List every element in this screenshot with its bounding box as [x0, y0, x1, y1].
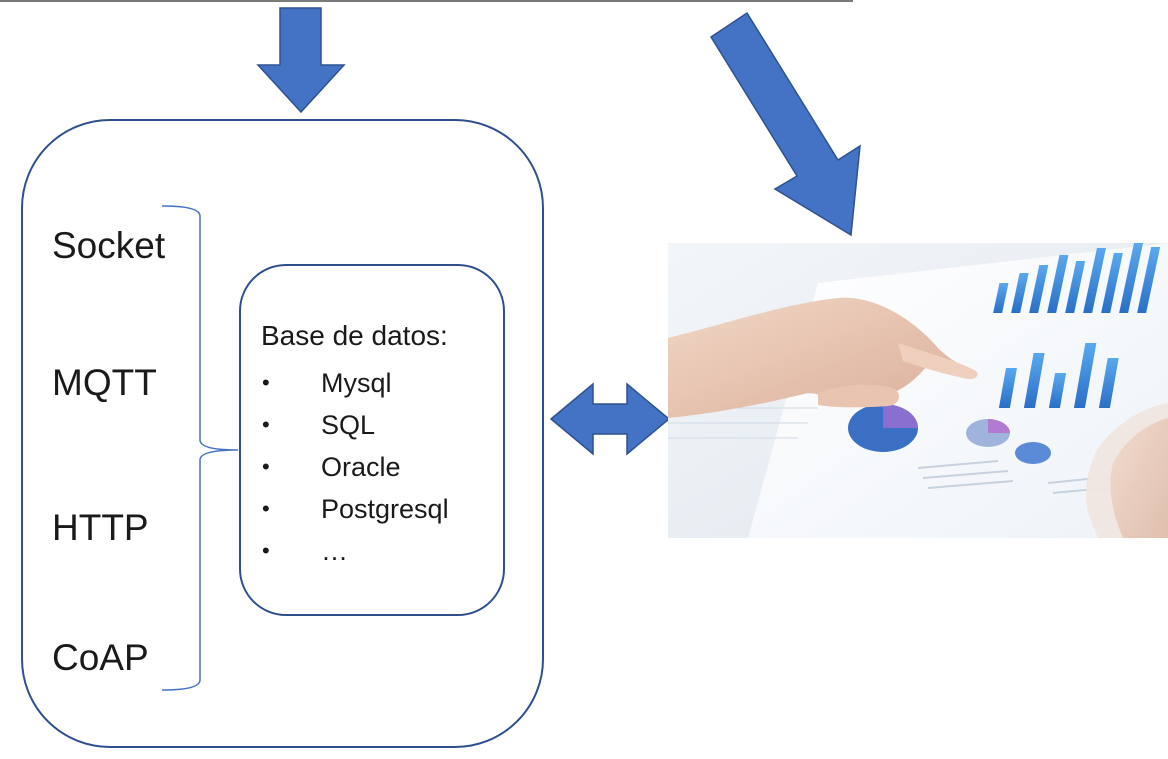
database-title: Base de datos:: [261, 320, 448, 351]
diagonal-arrow: [709, 11, 861, 237]
database-list: •Mysql •SQL •Oracle •Postgresql •…: [0, 362, 540, 572]
database-item-label: SQL: [321, 410, 376, 440]
database-item-label: Oracle: [321, 452, 401, 482]
dashboard-photo-art: [668, 243, 1168, 538]
database-item-label: Mysql: [321, 368, 392, 398]
database-item: •SQL: [0, 404, 540, 446]
database-item: •Postgresql: [0, 488, 540, 530]
database-item-label: Postgresql: [321, 494, 449, 524]
database-item-label: …: [321, 536, 348, 566]
database-box: [239, 264, 505, 616]
curly-brace: [161, 205, 239, 691]
dashboard-photo: [668, 243, 1168, 538]
down-arrow: [256, 7, 346, 114]
database-item: •Mysql: [0, 362, 540, 404]
double-arrow: [549, 382, 671, 456]
database-item: •Oracle: [0, 446, 540, 488]
database-item: •…: [0, 530, 540, 572]
top-divider-line: [0, 0, 853, 2]
protocol-mqtt: MQTT: [52, 362, 157, 403]
protocol-coap: CoAP: [52, 637, 149, 678]
protocol-socket: Socket: [52, 225, 166, 266]
protocol-http: HTTP: [52, 507, 149, 548]
